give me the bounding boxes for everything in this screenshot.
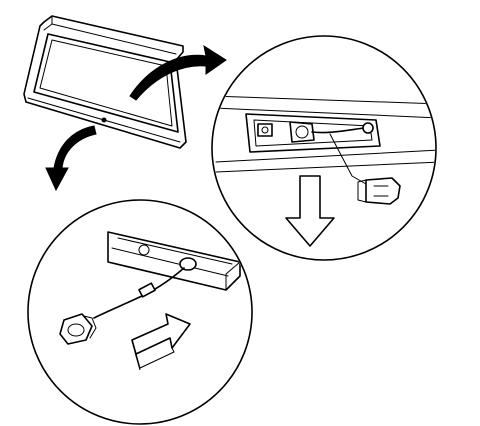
liftgate-top-ridge xyxy=(43,15,177,55)
bulb-filament xyxy=(373,185,389,197)
curved-arrow-icon xyxy=(129,44,227,101)
removed-socket xyxy=(59,313,93,345)
socket-ring xyxy=(67,323,85,337)
channel-end xyxy=(225,261,241,291)
push-arrow-depth xyxy=(135,347,175,369)
curved-arrow-icon xyxy=(45,125,97,192)
arrow-to-socket-detail xyxy=(45,125,97,192)
wire-connector xyxy=(138,282,156,298)
socket-ridge xyxy=(83,315,97,339)
bulb-base xyxy=(357,179,367,203)
push-arrow-icon xyxy=(131,313,191,355)
detail-socket-removal xyxy=(27,199,253,425)
liftgate-overview xyxy=(23,15,187,149)
license-lamp-location xyxy=(101,117,107,123)
lamp-housing-inner xyxy=(253,119,373,147)
down-arrow-icon xyxy=(285,175,335,247)
mounting-tab xyxy=(257,123,273,137)
detail-circle-right xyxy=(211,35,437,261)
channel-lip xyxy=(111,237,233,277)
detail-circle-left xyxy=(27,199,253,425)
socket-ring xyxy=(295,125,309,139)
wire-connector xyxy=(362,122,374,134)
detail-bulb-removal xyxy=(211,35,437,261)
arrow-to-bulb-detail xyxy=(129,44,227,101)
lamp-wire xyxy=(311,127,365,134)
liftgate-window-outer xyxy=(33,33,179,133)
liftgate-window-inner xyxy=(39,39,173,127)
bulb xyxy=(365,177,401,205)
mounting-hole xyxy=(261,126,269,134)
socket-opening xyxy=(179,257,197,271)
body-panel-line xyxy=(213,95,435,173)
liftgate-frame xyxy=(23,15,187,149)
lamp-socket xyxy=(289,121,315,143)
mounting-hole xyxy=(138,244,150,256)
